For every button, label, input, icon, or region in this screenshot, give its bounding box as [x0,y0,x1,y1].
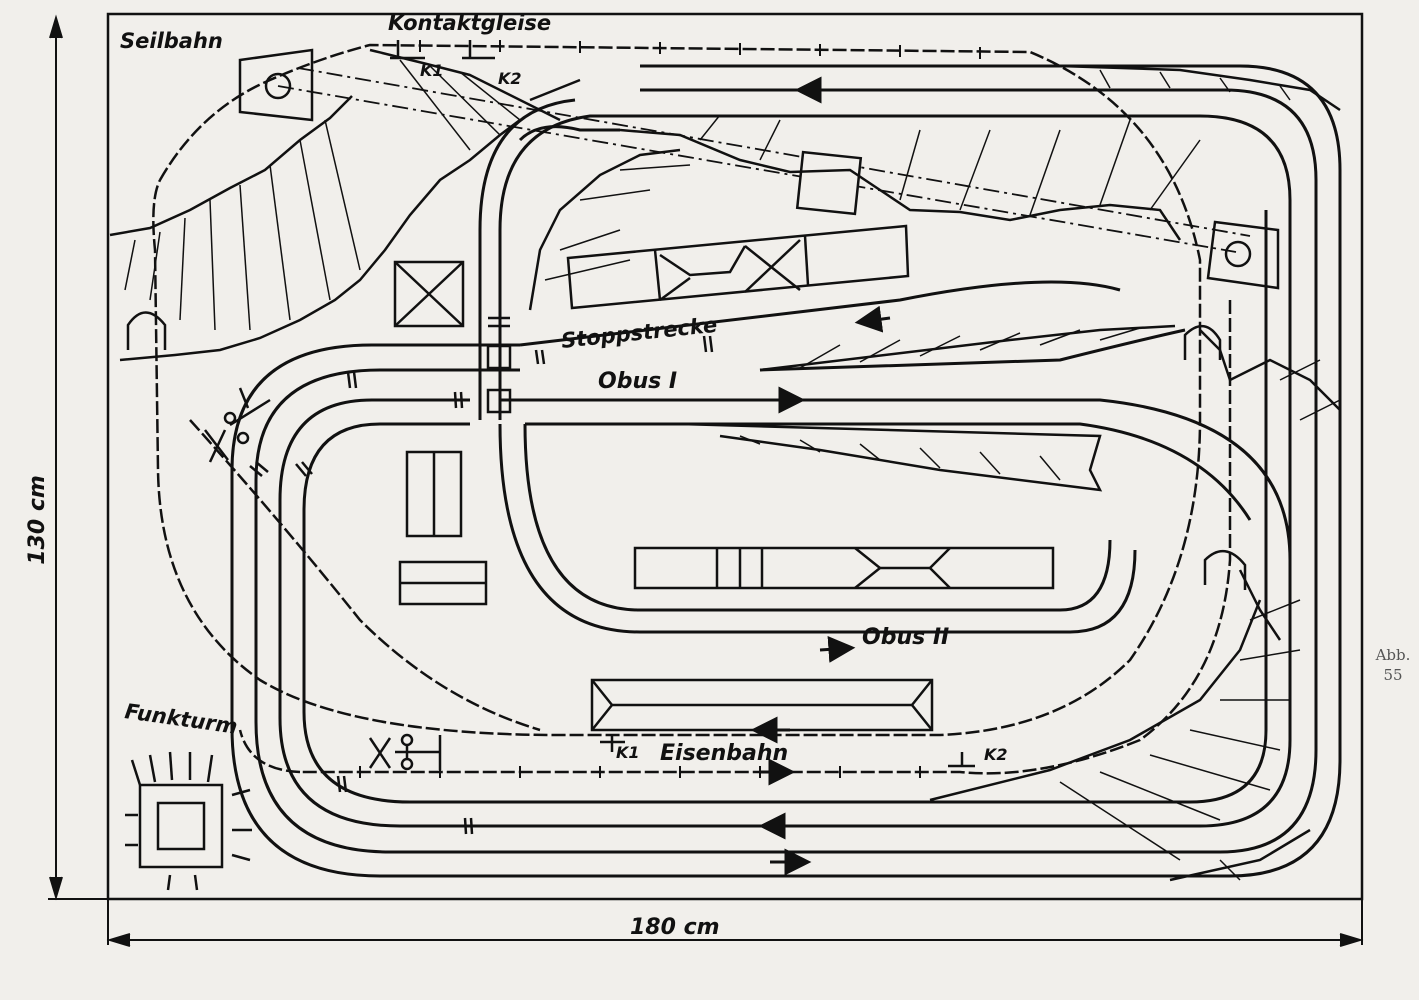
railway-track [152,43,1232,775]
figure-caption: Abb. 55 [1368,645,1418,685]
radio-tower [125,751,252,891]
dimension-width-label: 180 cm [630,915,720,940]
building-small [398,560,488,606]
baseboard-outline [106,12,1364,901]
isolation-marks [249,335,714,835]
mountain-terrain [109,48,1341,882]
label-k1-top: K1 [420,61,444,80]
label-contact-k2: K2 [984,745,1008,764]
dimension-width [106,899,1364,947]
inner-road-loop [498,125,1292,634]
dimension-height [48,14,108,901]
label-contact-k1: K1 [616,743,640,762]
label-stoppstrecke: Stoppstrecke [560,313,718,353]
label-k2-top: K2 [498,69,522,88]
label-seilbahn: Seilbahn [120,29,223,53]
label-eisenbahn: Eisenbahn [660,741,788,766]
caption-abb: Abb. [1375,646,1411,664]
station-building [590,678,934,732]
cableway-station-bottom [1206,220,1280,290]
dimension-height-label: 130 cm [25,475,50,565]
outer-road-loop [230,64,1342,878]
direction-arrows [750,76,891,876]
caption-number: 55 [1383,666,1403,684]
label-kontaktgleise: Kontaktgleise [388,11,551,35]
building-vertical [405,450,463,538]
building-crossed-box [393,260,465,328]
label-obus-1: Obus I [598,369,677,394]
label-funkturm: Funkturm [123,699,239,739]
mountain-hatching [124,59,1341,881]
cableway-station-top [238,48,314,122]
cableway-cabin [795,150,863,216]
signals [204,40,975,771]
tunnel-portals [126,311,1247,590]
label-obus-2: Obus II [862,625,949,650]
outer-road-inner-lane [278,98,1292,828]
building-row-lower [633,546,1055,590]
building-row-upper [566,224,910,310]
track-crossings [486,316,512,414]
